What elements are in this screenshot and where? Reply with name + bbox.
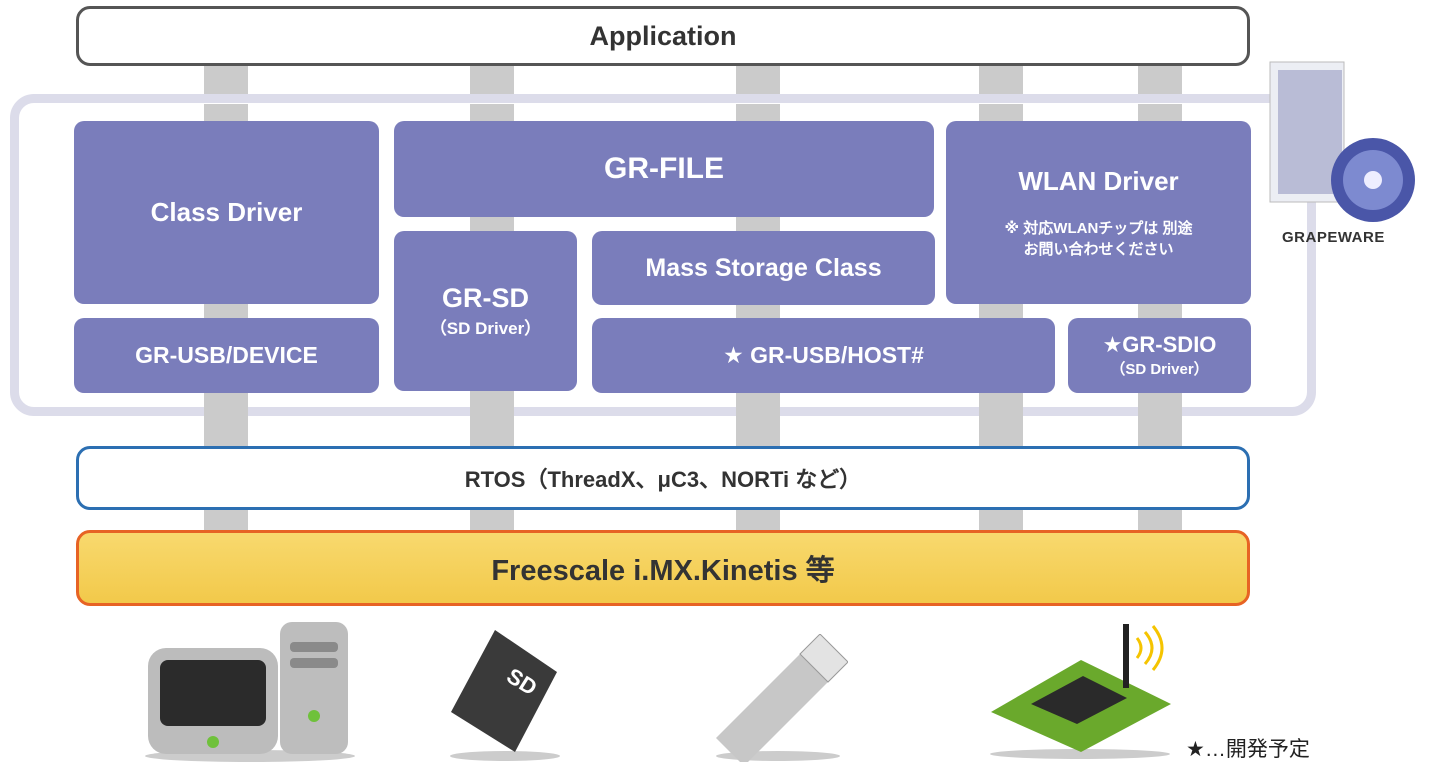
gr-usb-host-label: ★ GR-USB/HOST# <box>723 342 924 368</box>
gr-sdio-label: ★GR-SDIO <box>1102 332 1217 357</box>
application-layer: Application <box>76 6 1250 66</box>
sd-card-icon: SD <box>450 630 560 761</box>
wlan-note-line1: ※ 対応WLANチップは 別途 <box>1004 220 1193 237</box>
class-driver-box: Class Driver <box>74 121 379 304</box>
gr-file-label: GR-FILE <box>604 152 724 185</box>
gr-sd-sublabel: （SD Driver） <box>429 319 542 338</box>
mass-storage-label: Mass Storage Class <box>645 253 882 282</box>
application-label: Application <box>589 20 737 51</box>
wireless-module-icon <box>990 624 1171 759</box>
gr-sd-label: GR-SD <box>442 283 529 313</box>
rtos-label: RTOS（ThreadX、μC3、NORTi など） <box>464 467 862 492</box>
cpu-layer: Freescale i.MX.Kinetis 等 <box>76 530 1250 606</box>
grapeware-product-image <box>1269 61 1415 222</box>
mass-storage-class-box: Mass Storage Class <box>592 231 935 305</box>
grapeware-logo: GRAPEWARE <box>1282 229 1385 246</box>
gr-usb-device-label: GR-USB/DEVICE <box>135 342 318 368</box>
wlan-driver-label: WLAN Driver <box>1018 166 1179 196</box>
gr-sdio-sublabel: （SD Driver） <box>1110 361 1209 378</box>
wlan-driver-box: WLAN Driver ※ 対応WLANチップは 別途 お問い合わせください <box>946 121 1251 304</box>
gr-sdio-box: ★GR-SDIO （SD Driver） <box>1068 318 1251 393</box>
gr-usb-device-box: GR-USB/DEVICE <box>74 318 379 393</box>
class-driver-label: Class Driver <box>150 197 303 227</box>
pc-icon <box>145 622 355 762</box>
gr-file-box: GR-FILE <box>394 121 934 217</box>
rtos-layer: RTOS（ThreadX、μC3、NORTi など） <box>76 446 1250 510</box>
gr-sd-box: GR-SD （SD Driver） <box>394 231 577 391</box>
cpu-label: Freescale i.MX.Kinetis 等 <box>491 555 835 587</box>
gr-usb-host-box: ★ GR-USB/HOST# <box>592 318 1055 393</box>
wlan-note-line2: お問い合わせください <box>1023 241 1174 258</box>
legend-note: ★…開発予定 <box>1186 738 1310 761</box>
usb-memory-icon <box>716 634 848 762</box>
